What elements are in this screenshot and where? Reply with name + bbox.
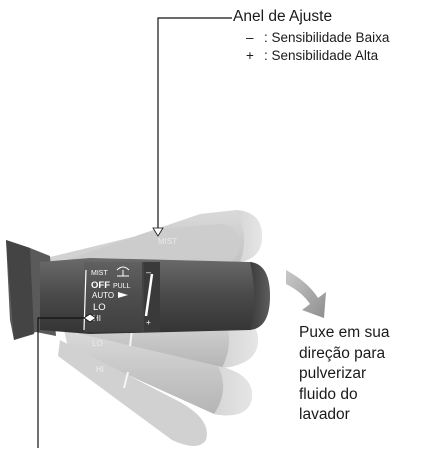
instruction-line-2: direção para: [299, 344, 386, 362]
ring-plus-label: +: [146, 318, 151, 327]
minus-symbol: –: [246, 30, 254, 45]
switch-leader-line: [37, 317, 94, 448]
ghost-mist-label: MIST: [158, 237, 177, 246]
instruction-line-3: pulverizar: [299, 365, 367, 382]
auto-label: AUTO: [92, 291, 114, 300]
instruction-line-4: fluido do: [299, 385, 358, 403]
pull-direction-arrow-icon: [286, 270, 326, 318]
hi-label: HI: [93, 314, 101, 323]
plus-symbol: +: [246, 48, 254, 63]
high-sensitivity-line: + : Sensibilidade Alta: [246, 47, 378, 64]
auto-arrow-icon: [118, 292, 128, 298]
adjustment-ring-title: Anel de Ajuste: [233, 8, 333, 25]
washer-icon: [116, 266, 130, 277]
main-wiper-stalk: MIST OFF AUTO LO HI PULL – +: [40, 258, 270, 334]
instruction-line-5: lavador: [299, 406, 350, 423]
pull-instruction: Puxe em sua direção para pulverizar flui…: [299, 323, 389, 426]
high-sensitivity-text: : Sensibilidade Alta: [264, 48, 379, 63]
adjustment-ring-leader-line: [157, 17, 232, 232]
ring-minus-label: –: [146, 267, 151, 277]
ghost-lo-label: LO: [92, 339, 103, 348]
low-sensitivity-line: –: Sensibilidade Baixa: [246, 29, 389, 46]
off-label: OFF: [91, 280, 110, 291]
pull-label: PULL: [113, 283, 131, 290]
instruction-line-1: Puxe em sua: [299, 324, 390, 341]
ghost-hi-label: HI: [96, 365, 104, 374]
low-sensitivity-text: : Sensibilidade Baixa: [264, 30, 390, 45]
mist-label: MIST: [91, 270, 108, 277]
lo-label: LO: [93, 302, 106, 313]
